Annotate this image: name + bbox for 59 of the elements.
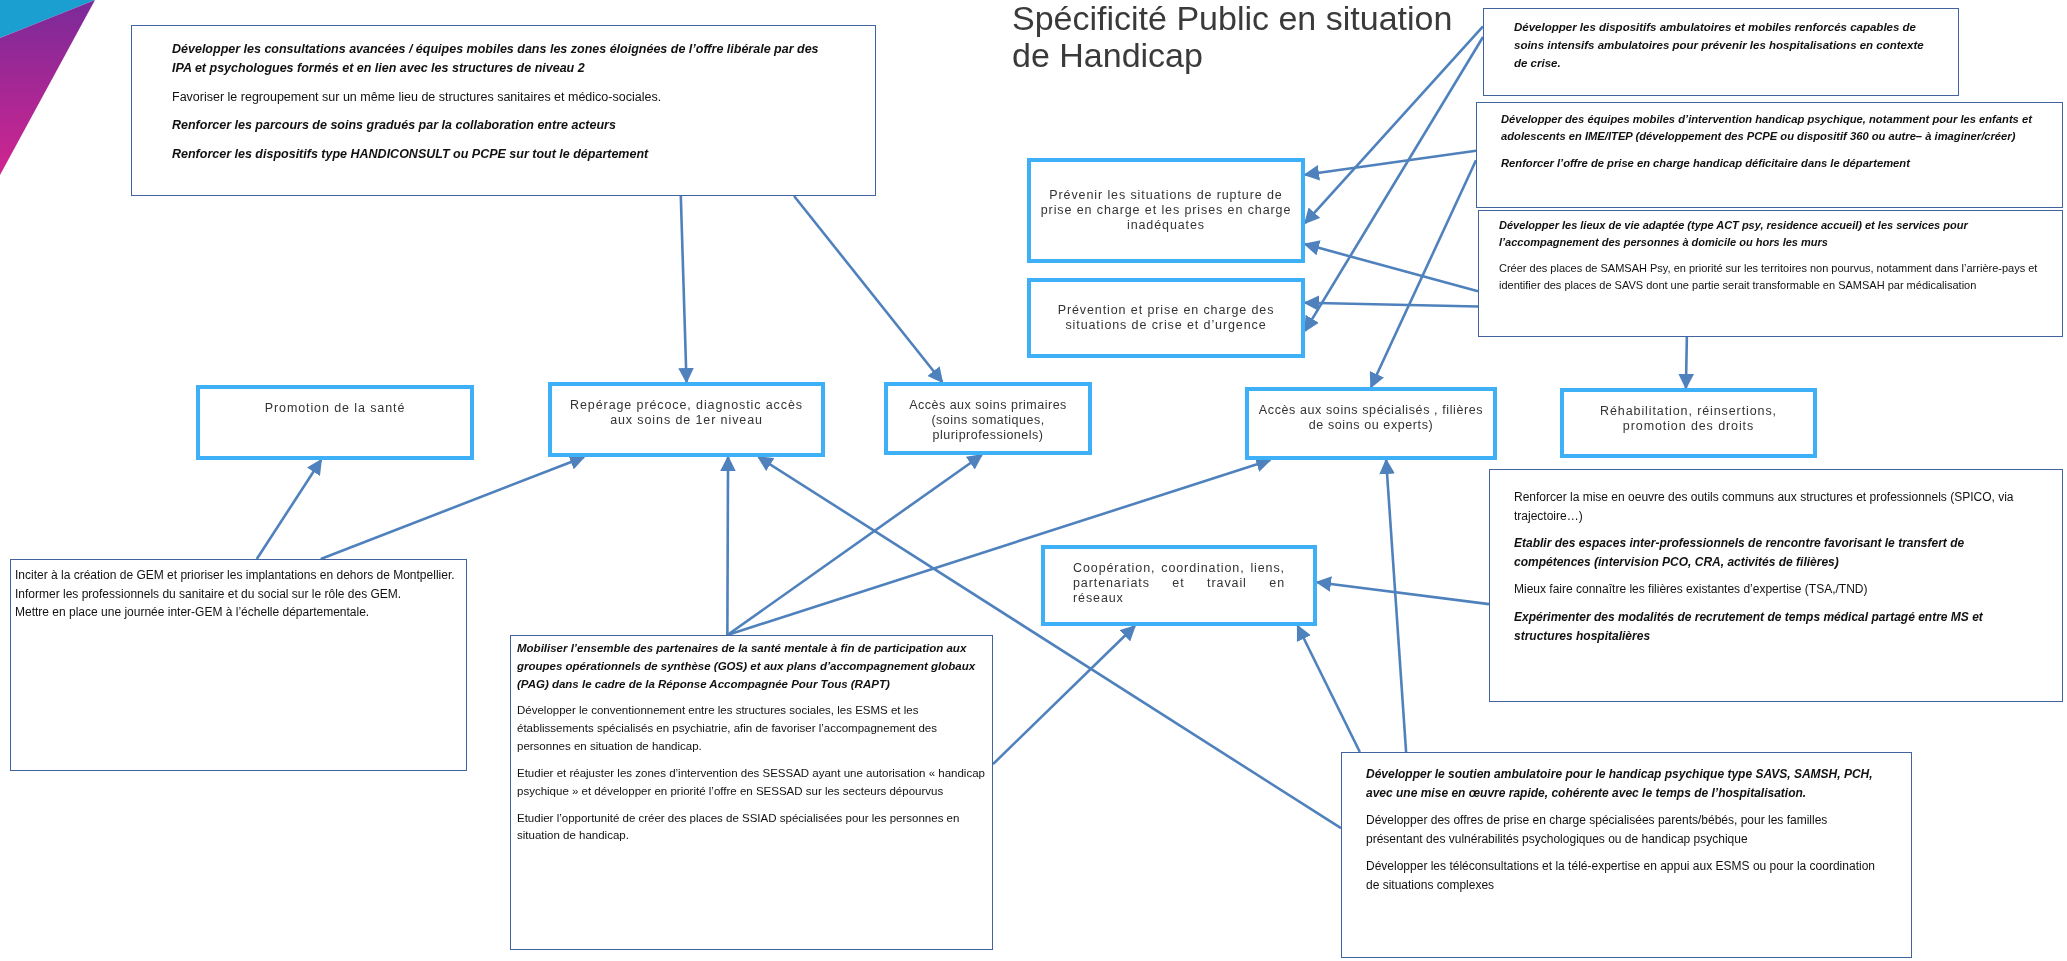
action-text-box [1489, 469, 2063, 702]
arrow [1678, 336, 1694, 390]
action-text: Mobiliser l’ensemble des partenaires de la santé mentale à fin de participation aux groupes opérationnels de synthèse (GOS) et aux plans d’accompagnement globaux (PAG) dans le cadre de la Réponse Accompagnée Pour Tous (RAPT) [517, 641, 977, 692]
action-text: Favoriser le regroupement sur un même lieu de structures sanitaires et médico-sociales. [172, 88, 663, 106]
action-text-box [131, 25, 876, 196]
category-box [196, 385, 474, 460]
action-text: Développer les dispositifs ambulatoires et mobiles renforcés capables de soins intensifs ambulatoires pour prévenir les hospitalisations en contexte de crise. [1514, 20, 1925, 71]
action-text-box [510, 635, 993, 950]
category-box [884, 382, 1092, 455]
action-text: Etudier l’opportunité de créer des places de SSIAD spécialisées pour les personnes en situation de handicap. [517, 810, 961, 844]
box-label: Repérage précoce, diagnostic accès aux soins de 1er niveau [569, 398, 804, 428]
action-text: Expérimenter des modalités de recrutement de temps médical partagé entre MS et structures hospitalières [1514, 608, 1984, 645]
action-text: Inciter à la création de GEM et prioriser les implantations en dehors de Montpellier. [15, 567, 456, 584]
action-text: Renforcer l’offre de prise en charge handicap déficitaire dans le département [1501, 155, 1912, 171]
action-text: Développer les téléconsultations et la télé-expertise en appui aux ESMS ou pour la coordination de situations complexes [1366, 858, 1876, 894]
action-text: Informer les professionnels du sanitaire et du social sur le rôle des GEM. [15, 585, 403, 603]
category-box [1245, 387, 1497, 460]
arrow [992, 624, 1136, 766]
category-box [1027, 278, 1305, 358]
box-label: Prévention et prise en charge des situations de crise et d’urgence [1056, 303, 1276, 333]
action-text-box [10, 559, 467, 771]
box-label: Prévenir les situations de rupture de prise en charge et les prises en charge inadéquates [1039, 188, 1293, 233]
action-text-box [1476, 102, 2063, 208]
action-text: Mieux faire connaître les filières existantes d’expertise (TSA,/TND) [1514, 581, 1869, 599]
category-box [1027, 158, 1305, 263]
box-label: Accès aux soins primaires (soins somatiques, pluriprofessionels) [908, 398, 1068, 443]
action-text: Développer les consultations avancées / équipes mobiles dans les zones éloignées de l’offre libérale par des IPA et psychologues formés et en lien avec les structures de niveau 2 [172, 41, 820, 78]
arrow [726, 453, 984, 637]
category-box [1560, 388, 1817, 458]
action-text: Développer des équipes mobiles d’intervention handicap psychique, notamment pour les enfants et adolescents en IME/ITEP (développement des PCPE ou dispositif 360 ou autre– à imaginer/créer) [1501, 112, 2034, 145]
title: Spécificité Public en situation de Handicap [1012, 0, 1454, 74]
action-text: Développer le conventionnement entre les structures sociales, les ESMS et les établissements spécialisés en psychiatrie, afin de favoriser l’accompagnement des personnes en situation de handicap. [517, 703, 938, 755]
action-text: Développer le soutien ambulatoire pour le handicap psychique type SAVS, SAMSH, PCH, avec une mise en œuvre rapide, cohérente avec le temps de l’hospitalisation. [1366, 766, 1874, 802]
action-text-box [1341, 752, 1912, 958]
action-text-box [1483, 8, 1959, 96]
category-box [1041, 545, 1317, 626]
action-text: Renforcer les dispositifs type HANDICONSULT ou PCPE sur tout le département [172, 145, 650, 163]
action-text-box [1478, 210, 2063, 337]
action-text: Développer des offres de prise en charge spécialisées parents/bébés, pour les familles présentant des vulnérabilités psychologiques ou de handicap psychique [1366, 812, 1829, 848]
arrow [720, 455, 736, 635]
box-label: Réhabilitation, réinsertions, promotion des droits [1599, 404, 1778, 434]
action-text: Renforcer la mise en oeuvre des outils communs aux structures et professionnels (SPICO, via trajectoire…) [1514, 489, 2015, 525]
box-label: Promotion de la santé [264, 401, 406, 416]
arrow [793, 195, 944, 384]
arrow [757, 455, 1342, 830]
box-label: Coopération, coordination, liens, partenariats et travail en réseaux [1072, 561, 1286, 606]
arrow [1296, 624, 1361, 753]
action-text: Renforcer les parcours de soins gradués par la collaboration entre acteurs [172, 117, 617, 135]
arrow [1369, 159, 1478, 389]
action-text: Etablir des espaces inter-professionnels de rencontre favorisant le transfert de compétences (intervision PCO, CRA, activités de filières) [1514, 535, 1966, 571]
action-text: Etudier et réajuster les zones d’intervention des SESSAD ayant une autorisation « handicap psychique » et développer en priorité l’offre en SESSAD sur les secteurs dépourvus [517, 765, 986, 799]
action-text: Mettre en place une journée inter-GEM à l’échelle départementale. [15, 604, 371, 622]
arrow [255, 458, 323, 560]
arrow [678, 195, 694, 384]
category-box [548, 382, 825, 457]
action-text: Développer les lieux de vie adaptée (type ACT psy, residence accueil) et les services pour l’accompagnement des personnes à domicile ou hors les murs [1499, 218, 1970, 251]
box-label: Accès aux soins spécialisés , filières de soins ou experts) [1257, 403, 1485, 433]
action-text: Créer des places de SAMSAH Psy, en priorité sur les territoires non pourvus, notamment dans l’arrière-pays et identifier des places de SAVS dont une partie serait transformable en SAMSAH par médicalisation [1499, 261, 2039, 294]
arrow [1379, 458, 1408, 753]
